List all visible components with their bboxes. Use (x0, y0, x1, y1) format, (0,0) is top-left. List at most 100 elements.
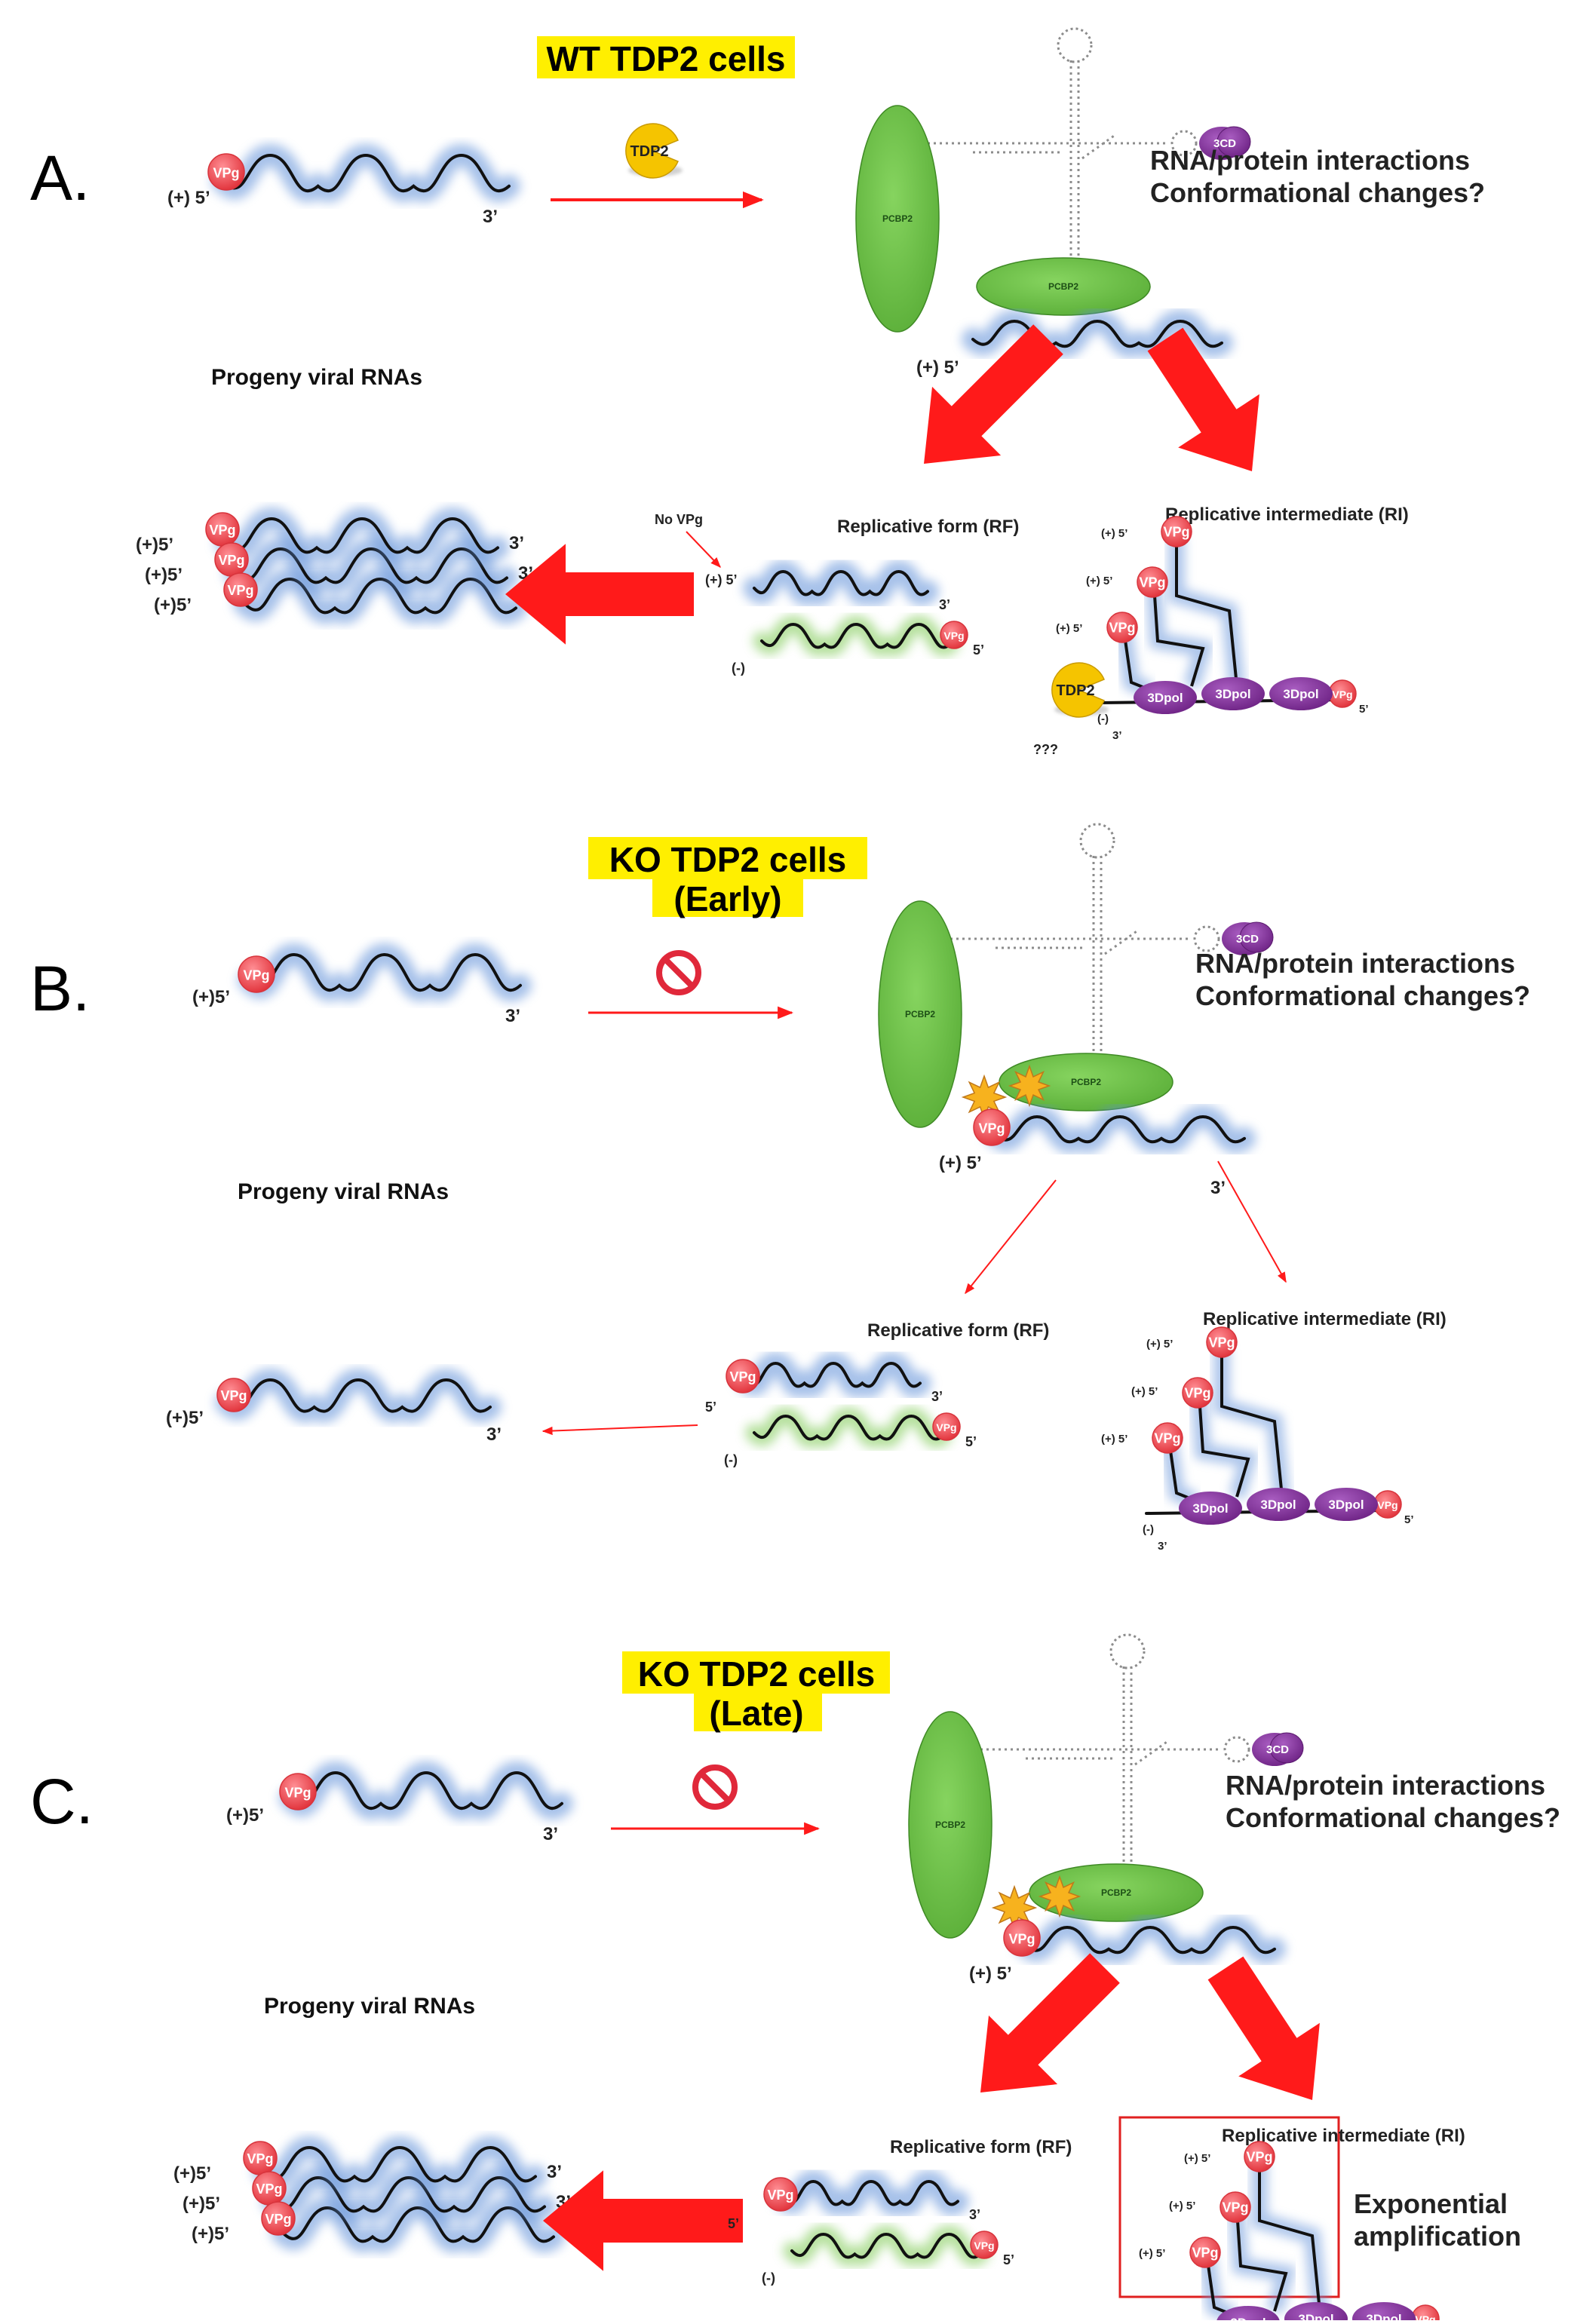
progeny-strand-2-c-line (272, 2175, 546, 2213)
vpg-ri-minus-c: VPg (1411, 2304, 1440, 2324)
vpg-label: VPg (247, 2151, 273, 2166)
amplification-line1-c: Exponential (1354, 2188, 1508, 2219)
interaction-burst-2-b (1008, 1064, 1051, 1108)
ri-plus5-label-2-a: (+) 5’ (1086, 575, 1112, 587)
vpg-ball (973, 1108, 1011, 1146)
progeny-strand-1-a-line (225, 517, 499, 554)
question-line1-b: RNA/protein interactions (1195, 948, 1515, 979)
ri-plus-strand-2 (1198, 1394, 1250, 1498)
replicative-intermediate-c (1175, 2160, 1434, 2324)
progeny-label-c: Progeny viral RNAs (264, 1994, 475, 2019)
vpg-progeny-1-c: VPg (243, 2141, 278, 2175)
rf-plus5-label-a: (+) 5’ (705, 572, 738, 587)
polymerase-2-c: 3Dpol (1284, 2302, 1348, 2324)
rf-minus-strand-a-line (760, 622, 952, 649)
progeny-5prime-label-1-c: (+)5’ (173, 2163, 211, 2184)
polymerase-label: 3Dpol (1366, 2312, 1401, 2320)
genome-3prime-label-a: 3’ (483, 207, 498, 227)
interaction-burst-2-c (1038, 1875, 1081, 1918)
tdp2-body (1051, 662, 1105, 718)
polymerase-1-b: 3Dpol (1179, 1492, 1242, 1525)
pcbp2-label: PCBP2 (1101, 1887, 1131, 1898)
stem-loop-right (1170, 130, 1198, 157)
vpg-progeny-2-c: VPg (252, 2171, 287, 2206)
vpg-ball (238, 955, 275, 993)
polymerase-label: 3Dpol (1215, 687, 1250, 701)
polymerase-2-b: 3Dpol (1247, 1488, 1310, 1521)
pcbp2-body (878, 900, 962, 1128)
vpg-ball (1220, 2191, 1251, 2223)
pcbp2-label: PCBP2 (1071, 1077, 1101, 1087)
rf-plus-strand-b-glow (735, 1351, 931, 1398)
genome-5prime-label-a: (+) 5’ (167, 188, 210, 208)
vpg-label: VPg (220, 1388, 247, 1403)
big-arrow-to-progeny-a (505, 544, 694, 645)
title-highlight-b-1 (588, 837, 867, 879)
ri-5prime-label-a: 5’ (1359, 703, 1369, 716)
polymerase-label: 3Dpol (1260, 1498, 1296, 1512)
vpg-label: VPg (1109, 620, 1135, 635)
title-highlight-b-2 (652, 879, 803, 917)
vpg-ri-minus-b: VPg (1373, 1490, 1402, 1519)
rf-3prime-label-b: 3’ (931, 1389, 943, 1404)
vpg-ri-1-c: VPg (1244, 2141, 1275, 2172)
pcbp2-label: PCBP2 (905, 1009, 935, 1019)
vpg-label: VPg (284, 1786, 311, 1801)
progeny-5prime-label-1-a: (+)5’ (136, 535, 173, 555)
tdp2-body (625, 123, 679, 179)
vpg-ball (932, 1412, 961, 1441)
tdp2-label: TDP2 (1056, 682, 1094, 699)
vpg-ball (1182, 1377, 1213, 1409)
ri-plus5-label-2-b: (+) 5’ (1131, 1385, 1158, 1398)
rna-strand-complex-b-glow (984, 1105, 1256, 1154)
panel-title-b-2: (Early) (673, 879, 781, 918)
rf-minus-strand-c-line (790, 2232, 982, 2259)
ri-plus5-label-1-a: (+) 5’ (1101, 527, 1127, 540)
rna-progeny-b-glow (215, 1368, 502, 1423)
pcbp2-left-c: PCBP2 (908, 1711, 992, 1939)
progeny-strand-3-a-glow (233, 567, 527, 624)
panel-letter-b: B. (30, 953, 90, 1024)
ri-plus5-label-3-c: (+) 5’ (1139, 2247, 1165, 2260)
rf-minus-label-b: (-) (724, 1452, 738, 1467)
unknown-label: ??? (1033, 742, 1058, 757)
progeny-5prime-label-b: (+)5’ (166, 1408, 204, 1428)
polymerase-body (1269, 677, 1333, 710)
rf-5prime-label-c: 5’ (1003, 2252, 1014, 2267)
rf-plus-strand-a-glow (743, 560, 939, 606)
genome-5prime-label-b: (+)5’ (192, 987, 230, 1007)
tdp2-label: TDP2 (630, 143, 668, 160)
stem-loop-top (1079, 823, 1115, 859)
vpg-progeny-3-a: VPg (223, 572, 258, 607)
vpg-label: VPg (209, 523, 235, 538)
polymerase-body (1284, 2302, 1348, 2324)
progeny-strand-3-a-line (243, 577, 517, 615)
vpg-ball (726, 1359, 760, 1393)
vpg-ri-3-c: VPg (1189, 2237, 1221, 2268)
vpg-label: VPg (218, 553, 244, 568)
vpg-ball (1106, 612, 1138, 643)
pcbp2-label: PCBP2 (882, 213, 913, 224)
pcbp2-body (908, 1711, 992, 1939)
polymerase-body (1315, 1488, 1378, 1521)
genome-3prime-label-c: 3’ (543, 1824, 558, 1844)
big-arrow-to-ri-c (1207, 1956, 1320, 2100)
vpg-rf-plus-c: VPg (763, 2177, 798, 2212)
panel-title-a: WT TDP2 cells (547, 39, 786, 78)
vpg-label: VPg (1184, 1385, 1210, 1400)
vpg-label: VPg (936, 1421, 956, 1433)
progeny-5prime-label-3-a: (+)5’ (154, 595, 192, 615)
rf-minus-strand-c (783, 2224, 989, 2267)
progeny-3prime-label-1-a: 3’ (509, 533, 524, 553)
polymerase-label: 3Dpol (1230, 2316, 1266, 2320)
vpg-label: VPg (943, 630, 964, 642)
polymerase-label: 3Dpol (1298, 2312, 1333, 2320)
vpg-genome-a: VPg (207, 153, 245, 191)
vpg-label: VPg (1154, 1430, 1180, 1446)
vpg-ball (1152, 1422, 1183, 1454)
amplification-line2-c: amplification (1354, 2221, 1521, 2252)
vpg-ball (1137, 566, 1168, 598)
rf-minus-strand-b-line (753, 1414, 944, 1441)
protein-3cd-a: 3CD (1199, 126, 1251, 160)
